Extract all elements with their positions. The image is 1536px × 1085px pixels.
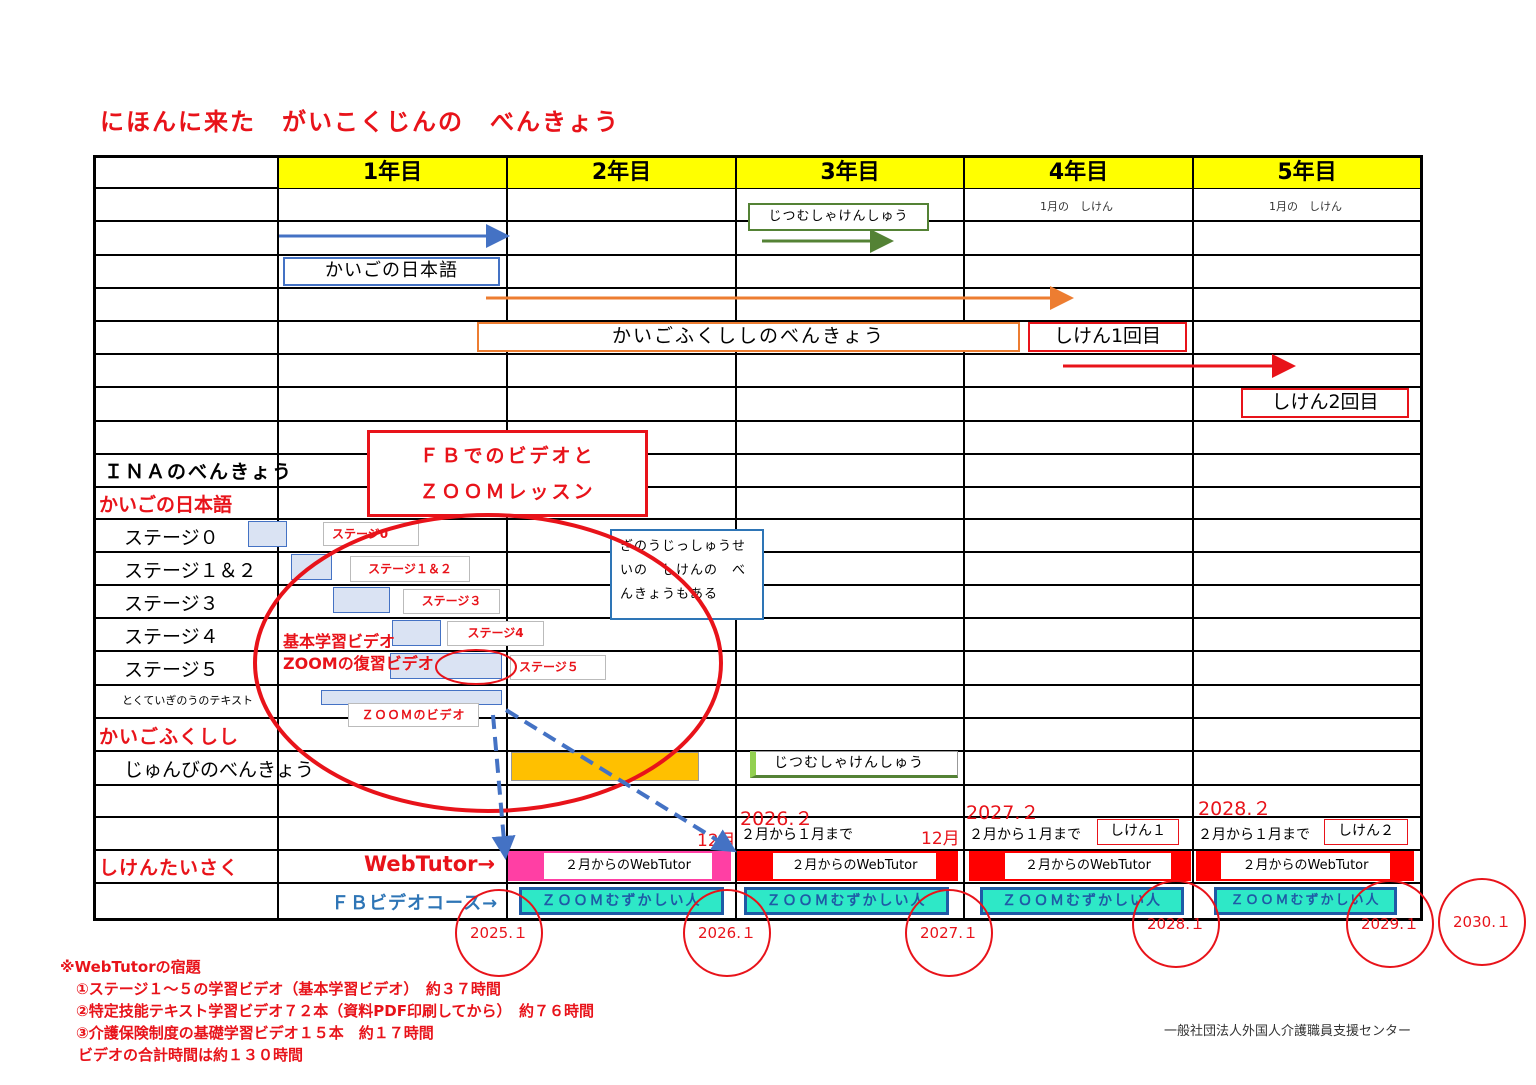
kaigo-fukushi-heading: かいごふくしし [99,726,240,748]
fb-video-zoom-box: ＦＢでのビデオと ＺＯＯＭレッスン [367,430,648,517]
timeline-circle-2030: 2030.１ [1438,878,1526,966]
stage5-red-ellipse [435,649,517,685]
notes-line1: ①ステージ１～５の学習ビデオ（基本学習ビデオ） 約３７時間 [76,980,501,998]
kihon-video-label: 基本学習ビデオ [283,632,396,651]
timeline-circle-2029: 2029.１ [1346,880,1434,968]
webtutor-box-year2: ２月からのWebTutor [544,853,712,879]
stage-0-bar [248,521,287,547]
notes-title: ※WebTutorの宿題 [60,958,201,976]
notes-line2: ②特定技能テキスト学習ビデオ７２本（資料PDF印刷してから） 約７６時間 [76,1002,594,1020]
year-header-1: 1年目 [279,158,506,188]
range-year5: ２月から１月まで [1198,827,1310,843]
webtutor-bar-year3: ２月からのWebTutor [737,851,958,881]
notes-line4: ビデオの合計時間は約１３０時間 [78,1046,304,1064]
fb-box-line2: ＺＯＯＭレッスン [419,481,596,503]
date-2026-2: 2026.２ [740,808,814,830]
fb-course-label: ＦＢビデオコース→ [331,893,499,914]
date-2027-2: 2027.２ [966,802,1040,824]
webtutor-label: WebTutor→ [364,852,496,876]
month-12-b: 12月 [921,829,960,849]
notes-line3: ③介護保険制度の基礎学習ビデオ１５本 約１７時間 [76,1024,434,1042]
stage-4-bar [392,620,441,646]
stage-3-label: ステージ３ [124,593,219,615]
zoom-review-label: ZOOMの復習ビデオ [283,654,434,673]
date-2028-2: 2028.２ [1198,798,1272,820]
fb-box-line1: ＦＢでのビデオと [419,445,596,467]
stage-4-label: ステージ４ [124,626,219,648]
timeline-circle-2025: 2025.１ [455,889,543,977]
timeline-circle-2027: 2027.１ [905,889,993,977]
kaigo-fukushi-box: かいごふくししのべんきょう [477,322,1020,352]
page-title: にほんに来た がいこくじんの べんきょう [100,108,620,136]
stage-12-tag: ステージ１＆２ [350,556,470,582]
year-header-3: 3年目 [737,158,963,188]
stage-4-tag: ステージ4 [447,621,544,646]
timeline-circle-2028: 2028.１ [1132,880,1220,968]
dashed-arrow-down [491,714,516,860]
webtutor-bar-year2: ２月からのWebTutor [508,851,731,881]
kaigo-nihongo-heading: かいごの日本語 [99,494,233,516]
range-year4: ２月から１月まで [969,827,1081,843]
webtutor-bar-year4: ２月からのWebTutor [969,851,1191,881]
stage-5-tag: ステージ５ [510,655,606,680]
ina-heading: ＩＮＡのべんきょう [104,461,294,483]
timeline-circle-2026: 2026.１ [683,889,771,977]
gino-note-box: ぎのうじっしゅうせいの しけんの べんきょうもある [610,529,764,620]
range-year3: ２月から１月まで [741,827,853,843]
zoom-video-tag: ＺＯＯＭのビデオ [348,703,479,727]
year-header-5: 5年目 [1194,158,1420,188]
exam1-small-box: しけん１ [1097,819,1179,845]
exam-jan-year4: 1月の しけん [1040,200,1113,213]
organization-name: 一般社団法人外国人介護職員支援センター [1164,1024,1412,1039]
stage-0-label: ステージ０ [124,527,219,549]
stage-3-bar [333,587,390,613]
exam-jan-year5: 1月の しけん [1269,200,1342,213]
stage-5-label: ステージ５ [124,659,219,681]
shiken-heading: しけんたいさく [99,857,240,879]
big-red-ellipse [253,513,723,813]
year-header-4: 4年目 [965,158,1192,188]
webtutor-box-year5: ２月からのWebTutor [1221,853,1390,879]
tokutei-text-label: とくていぎのうのテキスト [122,694,254,707]
webtutor-box-year4: ２月からのWebTutor [1005,853,1171,879]
jitsumu-box-top: じつむしゃけんしゅう [748,203,929,231]
exam2-small-box: しけん２ [1324,819,1408,845]
exam1-box: しけん1回目 [1028,322,1187,352]
webtutor-notes: ※WebTutorの宿題 ①ステージ１～５の学習ビデオ（基本学習ビデオ） 約３７… [60,956,594,1066]
webtutor-bar-year5: ２月からのWebTutor [1196,851,1414,881]
stage-3-tag: ステージ３ [403,589,500,614]
year-header-2: 2年目 [508,158,735,188]
stage-12-label: ステージ１＆２ [124,560,257,582]
jitsumu-box-bottom: じつむしゃけんしゅう [750,751,958,778]
junbi-label: じゅんびのべんきょう [124,759,315,781]
webtutor-box-year3: ２月からのWebTutor [773,853,936,879]
exam2-box: しけん2回目 [1241,388,1409,418]
kaigo-nihongo-box: かいごの日本語 [283,257,500,286]
